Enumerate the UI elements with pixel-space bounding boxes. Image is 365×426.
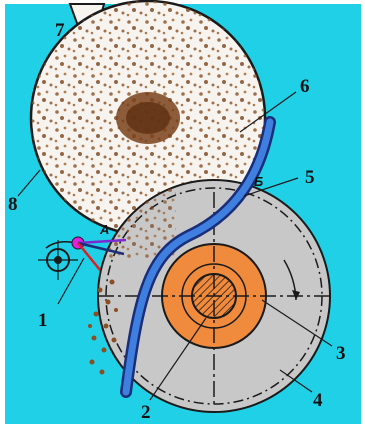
label-8: 8 <box>8 194 18 215</box>
point-b-label: Б <box>254 174 263 189</box>
label-2: 2 <box>141 402 151 423</box>
label-5: 5 <box>305 167 315 188</box>
label-6: 6 <box>300 76 310 97</box>
label-3: 3 <box>336 343 346 364</box>
point-a-label: А <box>99 222 109 237</box>
label-4: 4 <box>313 390 323 411</box>
label-7: 7 <box>55 20 65 41</box>
label-1: 1 <box>38 310 48 331</box>
